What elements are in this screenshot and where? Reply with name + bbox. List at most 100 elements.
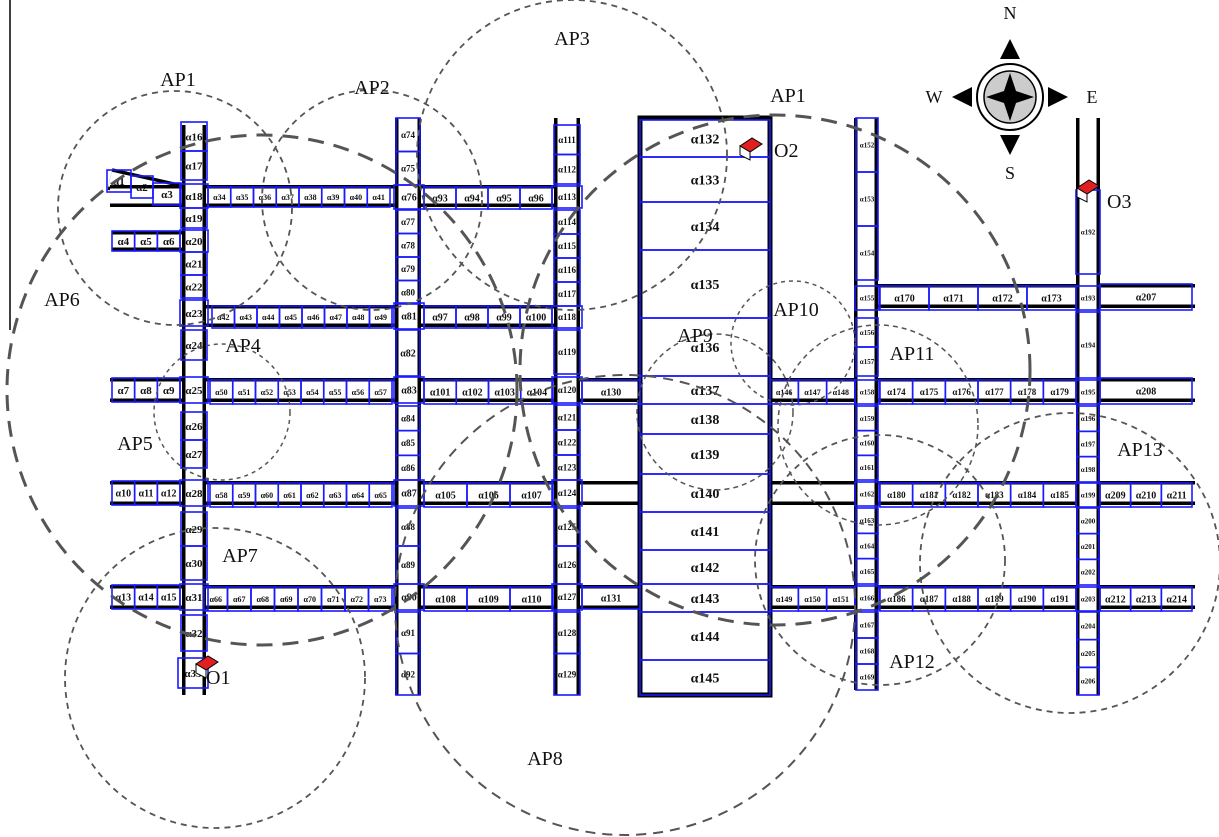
cell-a20: α20 (185, 236, 203, 248)
cell-a23: α23 (185, 308, 203, 320)
cell-a100: α100 (526, 313, 547, 324)
cell-a200: α200 (1081, 517, 1096, 525)
arrow-north-icon (1000, 39, 1020, 59)
cell-a40: α40 (350, 193, 362, 202)
cell-a55: α55 (329, 388, 341, 397)
object-o2-label: O2 (774, 140, 798, 162)
cell-a79: α79 (401, 264, 416, 274)
cell-a127: α127 (558, 592, 577, 602)
cell-a141: α141 (691, 525, 720, 540)
cell-a144: α144 (691, 630, 720, 645)
ap-label-6: AP5 (117, 433, 153, 455)
cell-a15: α15 (161, 593, 177, 604)
cell-a41: α41 (372, 193, 384, 202)
cell-a117: α117 (558, 289, 577, 299)
cell-a139: α139 (691, 448, 720, 463)
cell-a39: α39 (327, 193, 339, 202)
cell-a51: α51 (238, 388, 250, 397)
cell-a167: α167 (860, 621, 875, 629)
cell-a66: α66 (210, 595, 222, 604)
ap-label-1: AP1 (160, 69, 196, 91)
cell-a202: α202 (1081, 569, 1096, 577)
cell-a113: α113 (558, 192, 577, 202)
cell-a102: α102 (462, 388, 483, 399)
cell-a22: α22 (185, 281, 203, 293)
cell-a137: α137 (691, 384, 720, 399)
cell-a75: α75 (401, 163, 416, 173)
cell-a120: α120 (558, 385, 577, 395)
compass-rose: NSEW (926, 3, 1098, 183)
cell-a177: α177 (985, 387, 1004, 397)
cell-a114: α114 (558, 217, 577, 227)
cell-a159: α159 (860, 415, 875, 423)
ap-label-3: AP3 (554, 28, 590, 50)
cell-a65: α65 (374, 491, 386, 500)
cell-a105: α105 (435, 491, 456, 502)
cell-a140: α140 (691, 487, 720, 502)
cell-a35: α35 (236, 193, 248, 202)
cell-a109: α109 (478, 595, 499, 606)
cell-a171: α171 (943, 294, 964, 305)
cell-a17: α17 (185, 160, 203, 172)
cell-a205: α205 (1081, 650, 1096, 658)
cell-a73: α73 (374, 595, 386, 604)
cell-a85: α85 (401, 438, 416, 448)
cell-a2: α2 (136, 182, 148, 194)
arrow-east-icon (1048, 87, 1068, 107)
cell-a54: α54 (306, 388, 318, 397)
ap-label-10: AP9 (677, 325, 713, 347)
cell-a185: α185 (1050, 490, 1069, 500)
cell-a193: α193 (1081, 294, 1096, 302)
coverage-circle-ap1-small (58, 91, 292, 325)
cell-a74: α74 (401, 130, 416, 140)
cell-a101: α101 (430, 388, 451, 399)
cell-a107: α107 (521, 491, 542, 502)
cell-a36: α36 (259, 193, 271, 202)
cell-a76: α76 (401, 193, 417, 204)
cell-a28: α28 (185, 488, 203, 500)
cell-a34: α34 (213, 193, 225, 202)
object-o3-label: O3 (1107, 191, 1131, 213)
cell-a151: α151 (833, 595, 849, 604)
cell-a143: α143 (691, 592, 720, 607)
cell-a87: α87 (401, 489, 417, 500)
cell-a162: α162 (860, 490, 875, 498)
cell-a168: α168 (860, 647, 875, 655)
ap-label-11: AP10 (773, 299, 819, 321)
cell-a19: α19 (185, 213, 203, 225)
cell-a38: α38 (304, 193, 316, 202)
cell-a98: α98 (464, 313, 480, 324)
ap-label-12: AP11 (890, 343, 935, 365)
cell-a110: α110 (521, 595, 541, 606)
cell-a176: α176 (952, 387, 971, 397)
cell-a4: α4 (118, 236, 130, 248)
cell-a182: α182 (952, 490, 971, 500)
cell-a108: α108 (435, 595, 456, 606)
cell-a166: α166 (860, 594, 875, 602)
cell-a119: α119 (558, 347, 577, 357)
cell-a64: α64 (352, 491, 364, 500)
cell-a213: α213 (1136, 595, 1157, 606)
cell-a170: α170 (894, 294, 915, 305)
cell-a61: α61 (283, 491, 295, 500)
cell-a184: α184 (1018, 490, 1037, 500)
cell-a179: α179 (1050, 387, 1069, 397)
cell-a134: α134 (691, 220, 720, 235)
cell-a196: α196 (1081, 415, 1096, 423)
ap-label-4: AP1 (770, 85, 806, 107)
cell-a201: α201 (1081, 543, 1096, 551)
cell-a194: α194 (1081, 341, 1096, 349)
cell-a52: α52 (261, 388, 273, 397)
cell-a68: α68 (257, 595, 269, 604)
cell-a135: α135 (691, 278, 720, 293)
cell-a9: α9 (163, 385, 175, 397)
cell-a81: α81 (401, 312, 417, 323)
arrow-south-icon (1000, 135, 1020, 155)
cell-a161: α161 (860, 464, 875, 472)
cell-a130: α130 (601, 388, 622, 399)
cell-a174: α174 (887, 387, 906, 397)
cell-a112: α112 (558, 164, 577, 174)
cell-a178: α178 (1018, 387, 1037, 397)
ap-label-14: AP13 (1117, 439, 1163, 461)
cell-a5: α5 (140, 236, 152, 248)
